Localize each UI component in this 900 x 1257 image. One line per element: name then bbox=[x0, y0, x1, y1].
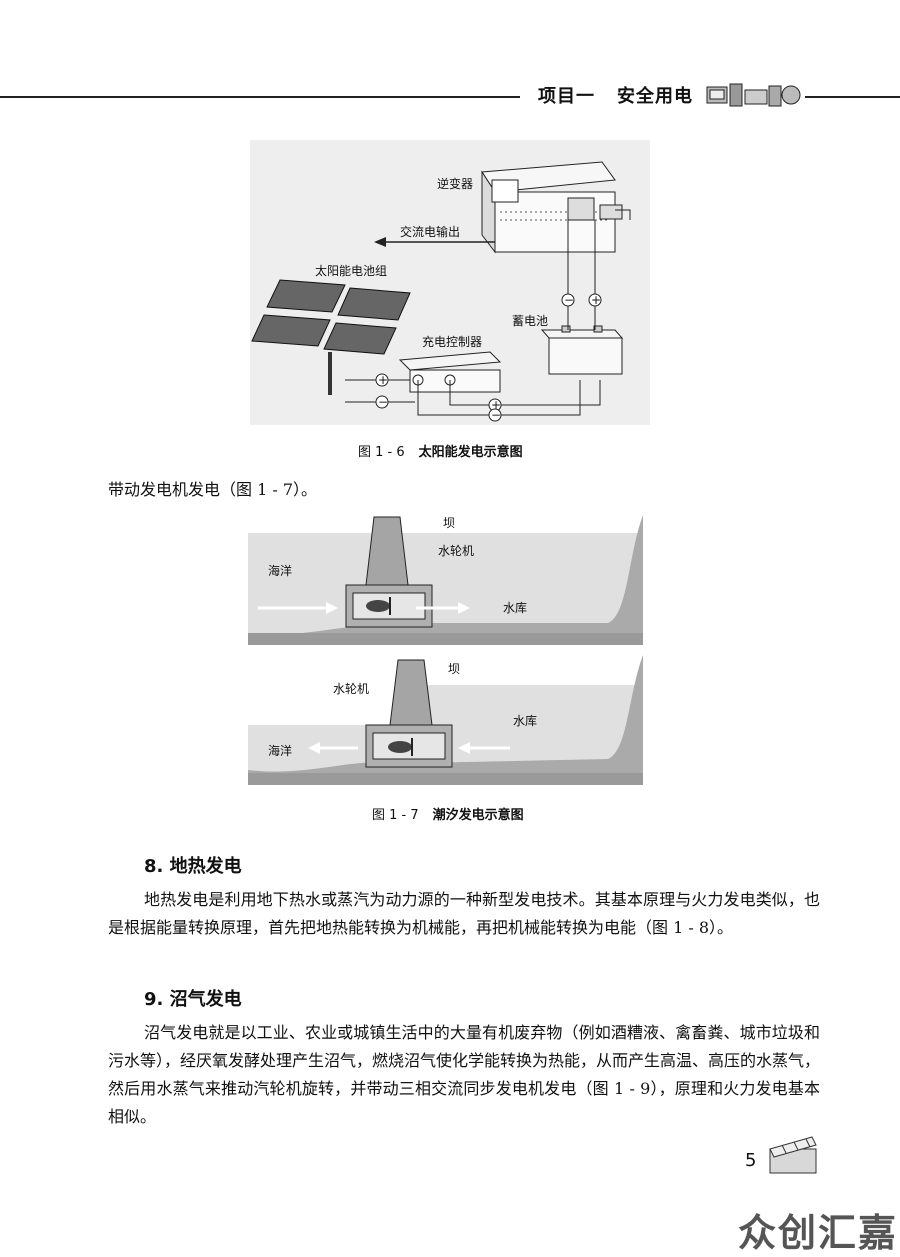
solar-panel-array bbox=[251, 279, 411, 395]
header-rule-left bbox=[0, 96, 520, 98]
section-8-heading: 8. 地热发电 bbox=[144, 856, 242, 877]
plus-sign: + bbox=[491, 398, 501, 412]
minus-sign: − bbox=[378, 395, 388, 409]
plus-sign: + bbox=[591, 293, 601, 307]
cartoon-appliances-icon bbox=[706, 83, 801, 107]
ocean-label: 海洋 bbox=[268, 563, 292, 578]
solar-panels-label: 太阳能电池组 bbox=[315, 263, 387, 278]
header-title: 安全用电 bbox=[617, 86, 693, 107]
charge-controller-label: 充电控制器 bbox=[422, 334, 482, 349]
tidal-power-diagram-ebb: 坝 水轮机 水库 海洋 bbox=[248, 655, 643, 785]
caption-text: 太阳能发电示意图 bbox=[418, 445, 523, 460]
inverter-label: 逆变器 bbox=[437, 176, 473, 191]
page-number: 5 bbox=[745, 1150, 757, 1171]
caption-number: 图 1 - 6 bbox=[358, 445, 405, 460]
caption-number: 图 1 - 7 bbox=[372, 808, 419, 823]
ac-output-label: 交流电输出 bbox=[400, 224, 460, 239]
running-header: 项目一 安全用电 bbox=[538, 82, 693, 108]
figure-1-7-caption: 图 1 - 7 潮汐发电示意图 bbox=[372, 804, 524, 823]
reservoir-label: 水库 bbox=[513, 713, 537, 728]
minus-sign: − bbox=[491, 408, 501, 422]
reservoir-label: 水库 bbox=[503, 600, 527, 615]
turbine-label: 水轮机 bbox=[333, 682, 369, 696]
section-9-body: 沼气发电就是以工业、农业或城镇生活中的大量有机废弃物（例如酒糟液、禽畜粪、城市垃… bbox=[108, 1023, 821, 1126]
section-8-body: 地热发电是利用地下热水或蒸汽为动力源的一种新型发电技术。其基本原理与火力发电类似… bbox=[108, 890, 820, 937]
solar-power-diagram: 逆变器 交流电输出 太阳能电池组 蓄电池 充电控制器 + bbox=[250, 140, 650, 425]
figure-1-6-caption: 图 1 - 6 太阳能发电示意图 bbox=[358, 441, 523, 460]
paragraph-continuation: 带动发电机发电（图 1 - 7）。 bbox=[108, 480, 318, 499]
caption-text: 潮汐发电示意图 bbox=[432, 808, 524, 823]
dam-label: 坝 bbox=[443, 516, 455, 530]
plus-sign: + bbox=[378, 373, 388, 387]
dam-label: 坝 bbox=[448, 662, 460, 676]
charge-controller-unit bbox=[398, 351, 502, 393]
battery-label: 蓄电池 bbox=[512, 314, 548, 328]
minus-sign: − bbox=[564, 293, 574, 307]
battery-unit bbox=[540, 325, 624, 375]
tidal-power-diagram-flood: 坝 水轮机 海洋 水库 bbox=[248, 515, 643, 645]
ocean-label: 海洋 bbox=[268, 743, 292, 758]
clapperboard-icon bbox=[769, 1136, 817, 1174]
header-project: 项目一 bbox=[538, 86, 595, 107]
inverter-unit bbox=[481, 161, 623, 254]
turbine-label: 水轮机 bbox=[438, 544, 474, 558]
section-9-heading: 9. 沼气发电 bbox=[144, 989, 242, 1010]
watermark: 众创汇嘉 bbox=[738, 1211, 899, 1255]
header-rule-right bbox=[805, 96, 900, 98]
